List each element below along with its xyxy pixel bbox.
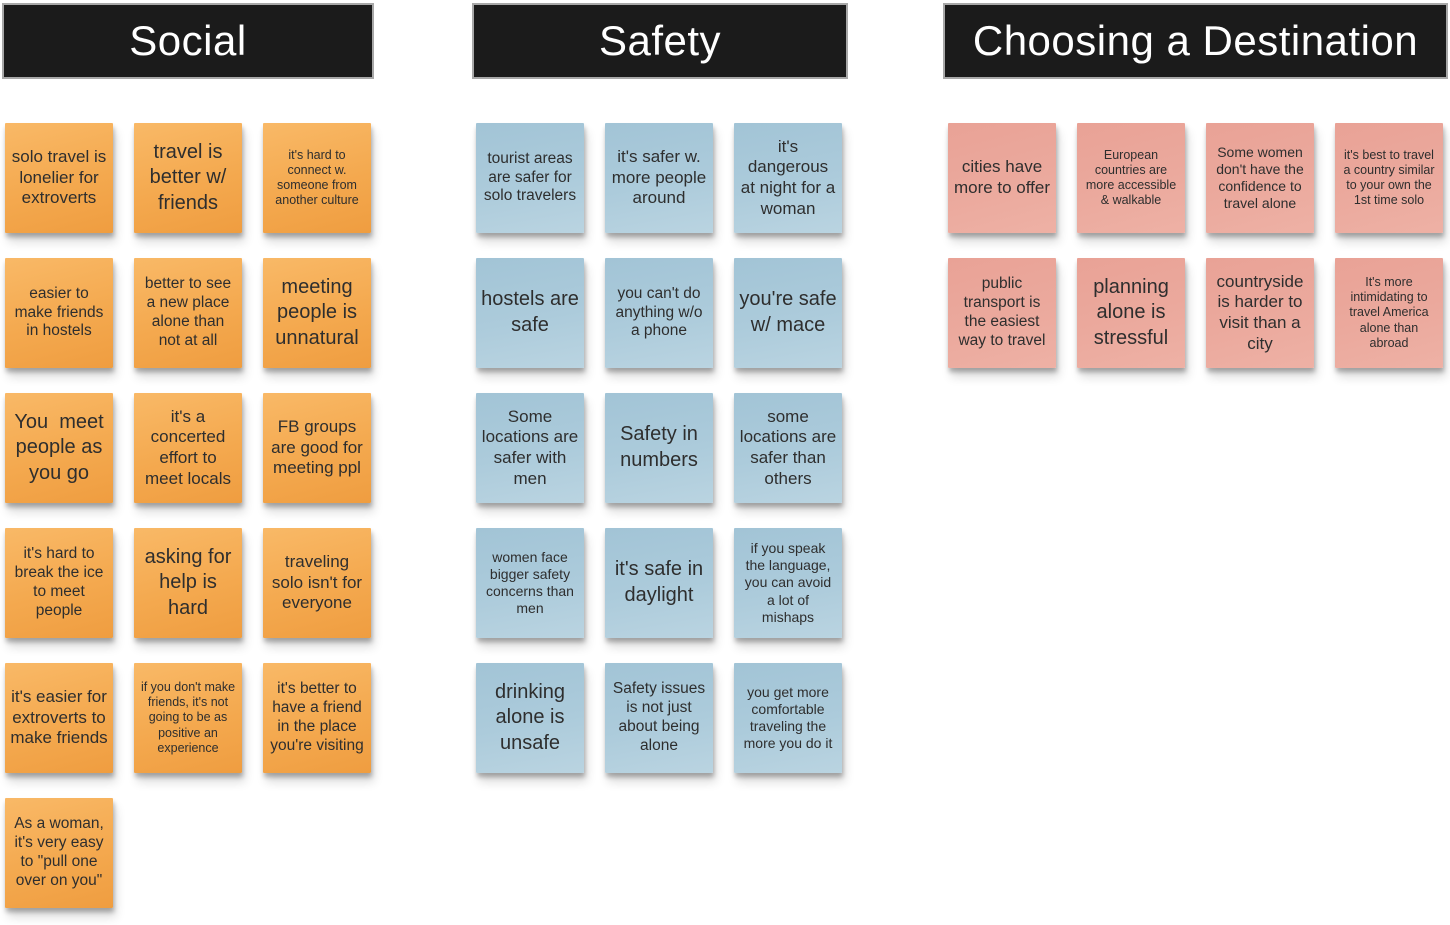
- column-title-social: Social: [129, 17, 247, 64]
- column-title-safety: Safety: [598, 17, 722, 64]
- sticky-note[interactable]: you get more comfortable traveling the m…: [734, 663, 842, 773]
- sticky-note-text: it's dangerous at night for a woman: [740, 136, 840, 218]
- sticky-note[interactable]: traveling solo isn't for everyone: [263, 528, 371, 638]
- sticky-note-text: it's safe in daylight: [614, 558, 709, 606]
- sticky-note-text: countryside is harder to visit than a ci…: [1216, 271, 1309, 353]
- notes-grid-social: solo travel is lonelier for extroverts tr…: [5, 123, 371, 908]
- sticky-note[interactable]: It's more intimidating to travel America…: [1335, 258, 1443, 368]
- sticky-note-text: Some locations are safer with men: [481, 406, 583, 488]
- sticky-note[interactable]: Safety issues is not just about being al…: [605, 663, 713, 773]
- sticky-note-text: it's best to travel a country similar to…: [1343, 147, 1438, 208]
- sticky-note[interactable]: Some locations are safer with men: [476, 393, 584, 503]
- sticky-note-text: easier to make friends in hostels: [14, 284, 108, 340]
- sticky-note[interactable]: it's hard to break the ice to meet peopl…: [5, 528, 113, 638]
- sticky-note-text: asking for help is hard: [144, 545, 237, 619]
- sticky-note[interactable]: it's a concerted effort to meet locals: [134, 393, 242, 503]
- sticky-note-text: it's easier for extroverts to make frien…: [10, 686, 112, 748]
- sticky-note-text: meeting people is unnatural: [275, 275, 363, 349]
- sticky-note-text: As a woman, it's very easy to "pull one …: [14, 815, 109, 889]
- sticky-note[interactable]: it's dangerous at night for a woman: [734, 123, 842, 233]
- sticky-note-text: women face bigger safety concerns than m…: [486, 548, 578, 617]
- sticky-note[interactable]: cities have more to offer: [948, 123, 1056, 233]
- sticky-note-text: if you don't make friends, it's not goin…: [140, 679, 239, 755]
- sticky-note-text: solo travel is lonelier for extroverts: [11, 146, 111, 208]
- sticky-note[interactable]: public transport is the easiest way to t…: [948, 258, 1056, 368]
- sticky-note[interactable]: tourist areas are safer for solo travele…: [476, 123, 584, 233]
- column-title-choosing-destination: Choosing a Destination: [972, 17, 1419, 64]
- sticky-note-text: traveling solo isn't for everyone: [271, 551, 367, 613]
- sticky-note[interactable]: Safety in numbers: [605, 393, 713, 503]
- sticky-note-text: some locations are safer than others: [739, 406, 841, 488]
- sticky-note[interactable]: planning alone is stressful: [1077, 258, 1185, 368]
- sticky-note[interactable]: women face bigger safety concerns than m…: [476, 528, 584, 638]
- column-header-social: Social: [2, 3, 374, 79]
- sticky-note[interactable]: it's safer w. more people around: [605, 123, 713, 233]
- sticky-note-text: Some women don't have the confidence to …: [1216, 143, 1308, 212]
- sticky-note-text: you get more comfortable traveling the m…: [743, 683, 833, 752]
- sticky-note-text: better to see a new place alone than not…: [144, 275, 236, 349]
- sticky-note[interactable]: if you speak the language, you can avoid…: [734, 528, 842, 638]
- sticky-note[interactable]: asking for help is hard: [134, 528, 242, 638]
- sticky-note-text: you're safe w/ mace: [739, 288, 843, 336]
- sticky-note[interactable]: it's safe in daylight: [605, 528, 713, 638]
- sticky-note-text: it's better to have a friend in the plac…: [270, 680, 367, 754]
- column-header-safety: Safety: [472, 3, 848, 79]
- sticky-note[interactable]: you're safe w/ mace: [734, 258, 842, 368]
- sticky-note-text: it's a concerted effort to meet locals: [145, 406, 231, 488]
- sticky-note-text: drinking alone is unsafe: [494, 680, 571, 754]
- sticky-note[interactable]: Some women don't have the confidence to …: [1206, 123, 1314, 233]
- sticky-note[interactable]: travel is better w/ friends: [134, 123, 242, 233]
- sticky-note-text: You meet people as you go: [14, 410, 110, 484]
- sticky-note[interactable]: European countries are more accessible &…: [1077, 123, 1185, 233]
- sticky-note-text: if you speak the language, you can avoid…: [744, 540, 836, 625]
- sticky-note-text: it's hard to break the ice to meet peopl…: [14, 545, 108, 619]
- sticky-note[interactable]: You meet people as you go: [5, 393, 113, 503]
- sticky-note[interactable]: it's easier for extroverts to make frien…: [5, 663, 113, 773]
- sticky-note[interactable]: FB groups are good for meeting ppl: [263, 393, 371, 503]
- sticky-note[interactable]: it's best to travel a country similar to…: [1335, 123, 1443, 233]
- sticky-note-text: public transport is the easiest way to t…: [958, 275, 1046, 349]
- sticky-note[interactable]: it's better to have a friend in the plac…: [263, 663, 371, 773]
- sticky-note[interactable]: it's hard to connect w. someone from ano…: [263, 123, 371, 233]
- sticky-note-text: European countries are more accessible &…: [1085, 147, 1180, 208]
- sticky-note[interactable]: hostels are safe: [476, 258, 584, 368]
- sticky-note-text: planning alone is stressful: [1093, 275, 1175, 349]
- sticky-note-text: hostels are safe: [481, 288, 585, 336]
- sticky-note[interactable]: you can't do anything w/o a phone: [605, 258, 713, 368]
- sticky-note-text: It's more intimidating to travel America…: [1349, 274, 1433, 350]
- sticky-note[interactable]: As a woman, it's very easy to "pull one …: [5, 798, 113, 908]
- notes-grid-safety: tourist areas are safer for solo travele…: [476, 123, 842, 773]
- sticky-note-text: Safety issues is not just about being al…: [612, 680, 710, 754]
- sticky-note[interactable]: solo travel is lonelier for extroverts: [5, 123, 113, 233]
- sticky-note[interactable]: countryside is harder to visit than a ci…: [1206, 258, 1314, 368]
- sticky-note-text: Safety in numbers: [620, 423, 704, 471]
- sticky-note[interactable]: drinking alone is unsafe: [476, 663, 584, 773]
- sticky-note[interactable]: meeting people is unnatural: [263, 258, 371, 368]
- sticky-note[interactable]: if you don't make friends, it's not goin…: [134, 663, 242, 773]
- sticky-note-text: cities have more to offer: [953, 157, 1051, 197]
- sticky-note-text: it's hard to connect w. someone from ano…: [275, 147, 361, 208]
- sticky-note-text: you can't do anything w/o a phone: [615, 284, 707, 340]
- sticky-note[interactable]: better to see a new place alone than not…: [134, 258, 242, 368]
- sticky-note-text: tourist areas are safer for solo travele…: [483, 149, 577, 205]
- column-header-choosing-destination: Choosing a Destination: [943, 3, 1448, 79]
- sticky-note-text: travel is better w/ friends: [149, 140, 232, 214]
- sticky-note[interactable]: some locations are safer than others: [734, 393, 842, 503]
- sticky-note-text: FB groups are good for meeting ppl: [271, 416, 368, 478]
- notes-grid-choosing-destination: cities have more to offer European countr…: [948, 123, 1443, 368]
- sticky-note-text: it's safer w. more people around: [611, 146, 711, 208]
- sticky-note[interactable]: easier to make friends in hostels: [5, 258, 113, 368]
